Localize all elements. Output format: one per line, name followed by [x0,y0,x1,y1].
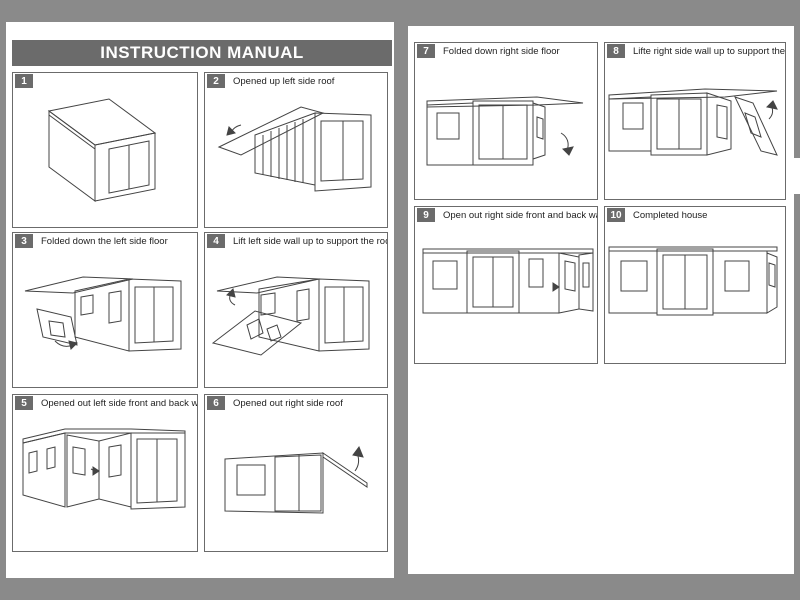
step-header: 9 Open out right side front and back wal… [415,207,598,223]
step-header: 5 Opened out left side front and back wa… [13,395,198,411]
step-number: 4 [207,234,225,248]
step-label: Lifte right side wall up to support the … [633,45,786,57]
step-header: 7 Folded down right side floor [415,43,560,59]
step-label: Lift left side wall up to support the ro… [233,235,388,247]
completed-house-illustration [608,246,778,316]
right-walls-out-illustration [422,248,594,314]
step-panel-4: 4 Lift left side wall up to support the … [204,232,388,388]
step-number: 10 [607,208,625,222]
step-number: 1 [15,74,33,88]
step-header: 3 Folded down the left side floor [13,233,168,249]
step-number: 8 [607,44,625,58]
step-label: Opened out left side front and back wall… [41,397,198,409]
left-wall-up-illustration [211,276,370,356]
step-header: 1 [13,73,41,89]
step-number: 9 [417,208,435,222]
manual-title: INSTRUCTION MANUAL [12,40,392,66]
right-roof-open-illustration [224,445,368,514]
roof-open-illustration [217,106,372,192]
step-number: 6 [207,396,225,410]
step-number: 2 [207,74,225,88]
step-label: Completed house [633,209,708,221]
right-wall-up-illustration [608,88,778,156]
step-header: 4 Lift left side wall up to support the … [205,233,388,249]
step-panel-3: 3 Folded down the left side floor [12,232,198,388]
left-floor-down-illustration [24,276,182,352]
step-number: 7 [417,44,435,58]
step-label: Folded down the left side floor [41,235,168,247]
page-edge [786,158,800,194]
step-label: Folded down right side floor [443,45,560,57]
right-floor-down-illustration [426,96,584,166]
step-panel-5: 5 Opened out left side front and back wa… [12,394,198,552]
step-label: Opened up left side roof [233,75,335,87]
step-number: 3 [15,234,33,248]
container-closed-illustration [47,98,157,202]
step-panel-7: 7 Folded down right side floor [414,42,598,200]
step-header: 10 Completed house [605,207,707,223]
step-header: 6 Opened out right side roof [205,395,343,411]
step-panel-6: 6 Opened out right side roof [204,394,388,552]
step-header: 8 Lifte right side wall up to support th… [605,43,786,59]
step-header: 2 Opened up left side roof [205,73,334,89]
step-panel-2: 2 Opened up left side roof [204,72,388,228]
step-panel-10: 10 Completed house [604,206,786,364]
step-label: Opened out right side roof [233,397,343,409]
step-panel-1: 1 [12,72,198,228]
step-panel-8: 8 Lifte right side wall up to support th… [604,42,786,200]
step-panel-9: 9 Open out right side front and back wal… [414,206,598,364]
left-walls-out-illustration [22,428,186,510]
step-label: Open out right side front and back walls [443,209,598,221]
step-number: 5 [15,396,33,410]
